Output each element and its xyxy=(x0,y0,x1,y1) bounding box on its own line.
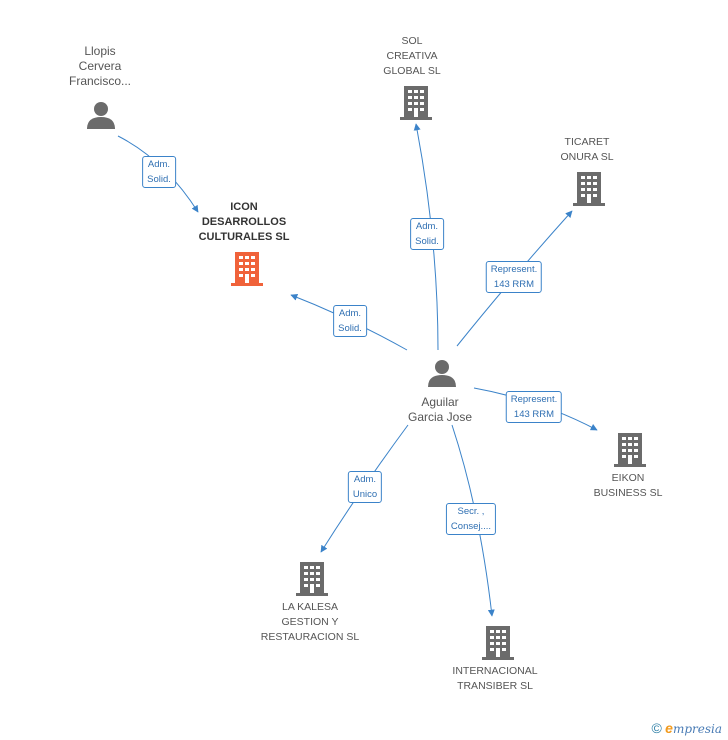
node-label-icon-desarrollos[interactable]: ICON DESARROLLOS CULTURALES SL xyxy=(198,201,290,243)
building-icon[interactable] xyxy=(573,170,605,206)
brand-initial: e xyxy=(665,720,673,736)
node-label-ticaret-onura[interactable]: TICARET ONURA SL xyxy=(560,136,614,163)
brand-name: mpresia xyxy=(672,722,722,736)
node-label-llopis[interactable]: Llopis Cervera Francisco... xyxy=(68,44,132,88)
building-icon[interactable] xyxy=(296,560,328,596)
edge-badge-llopis-icon[interactable]: Adm. Solid. xyxy=(142,156,176,188)
building-icon[interactable] xyxy=(400,84,432,120)
edge-badge-aguilar-ticaret[interactable]: Represent. 143 RRM xyxy=(485,261,543,293)
node-label-eikon[interactable]: EIKON BUSINESS SL xyxy=(593,472,663,499)
edge-badge-aguilar-transiber[interactable]: Secr. , Consej.... xyxy=(445,503,497,535)
edge-badge-aguilar-icon[interactable]: Adm. Solid. xyxy=(333,305,367,337)
building-icon[interactable] xyxy=(614,431,646,467)
building-icon-focus[interactable] xyxy=(231,250,263,286)
node-label-aguilar[interactable]: Aguilar Garcia Jose xyxy=(407,395,473,424)
edge-badge-aguilar-sol[interactable]: Adm. Solid. xyxy=(410,218,444,250)
node-label-transiber[interactable]: INTERNACIONAL TRANSIBER SL xyxy=(452,665,538,692)
edge-badge-aguilar-eikon[interactable]: Represent. 143 RRM xyxy=(505,391,563,423)
person-icon[interactable] xyxy=(427,358,457,388)
copyright-icon: © xyxy=(651,720,662,736)
node-label-sol-creativa[interactable]: SOL CREATIVA GLOBAL SL xyxy=(383,35,441,77)
node-label-la-kalesa[interactable]: LA KALESA GESTION Y RESTAURACION SL xyxy=(260,601,360,643)
edge-badge-aguilar-kalesa[interactable]: Adm. Unico xyxy=(347,471,383,503)
empresia-logo: © empresia xyxy=(651,720,722,736)
building-icon[interactable] xyxy=(482,624,514,660)
person-icon[interactable] xyxy=(86,100,116,130)
